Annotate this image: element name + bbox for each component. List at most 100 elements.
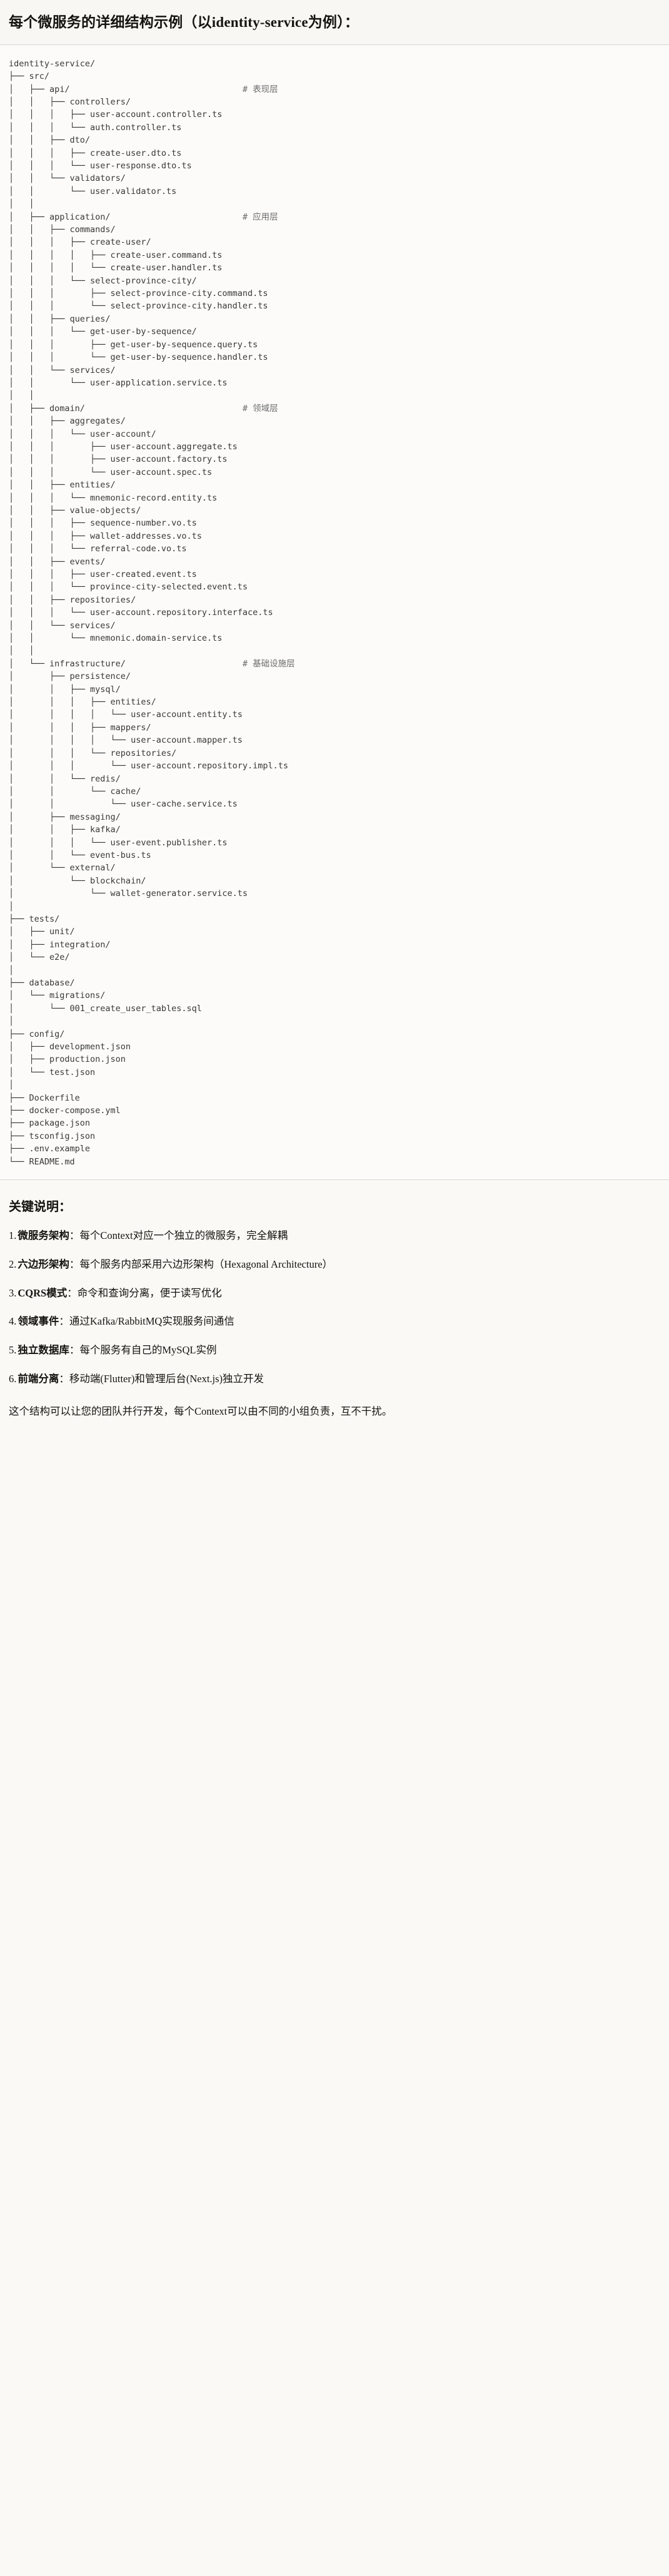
tree-layer-comment: # 表现层 [242,84,278,94]
tree-line: │ │ ├── aggregates/ [9,415,669,427]
key-points-list: 1.微服务架构：每个Context对应一个独立的微服务，完全解耦 2.六边形架构：… [9,1228,660,1387]
tree-node-path: │ │ ├── commands/ [9,225,116,235]
tree-node-path: │ │ └── event-bus.ts [9,850,151,860]
tree-line: │ ├── integration/ [9,939,669,951]
tree-line: │ │ ├── mysql/ [9,683,669,696]
tree-line: │ │ │ └── mnemonic-record.entity.ts [9,492,669,504]
tree-node-path: │ ├── messaging/ [9,812,121,822]
tree-node-path: ├── docker-compose.yml [9,1106,121,1116]
tree-line: ├── src/ [9,70,669,83]
tree-node-path: │ ├── api/ [9,84,70,94]
key-point-separator: ： [69,1344,80,1357]
tree-line: │ │ └── event-bus.ts [9,849,669,862]
tree-node-path: │ │ └── validators/ [9,173,126,184]
tree-node-path: │ └── test.json [9,1067,96,1077]
tree-line: │ │ │ └── repositories/ [9,747,669,760]
tree-node-path: │ │ │ └── get-user-by-sequence/ [9,327,197,337]
tree-node-path: │ │ └── user-application.service.ts [9,377,228,388]
tree-layer-comment: # 领域层 [242,403,278,414]
tree-line: │ │ │ └── get-user-by-sequence/ [9,325,669,338]
key-point-item: 5.独立数据库：每个服务有自己的MySQL实例 [9,1343,660,1358]
key-point-description: 每个Context对应一个独立的微服务，完全解耦 [79,1229,288,1242]
tree-gap [70,84,243,94]
tree-node-path: │ │ ├── dto/ [9,135,91,146]
tree-line: │ │ │ └── referral-code.vo.ts [9,542,669,555]
tree-node-path: │ │ │ │ └── user-account.mapper.ts [9,735,243,746]
key-point-term: 微服务架构 [18,1229,69,1242]
tree-line: │ │ │ ├── select-province-city.command.t… [9,287,669,300]
directory-tree-block: identity-service/├── src/│ ├── api/ # 表现… [0,44,669,1181]
tree-line: │ │ ├── controllers/ [9,96,669,108]
tree-line: │ │ └── redis/ [9,773,669,785]
tree-node-path: │ │ │ ├── create-user.dto.ts [9,148,182,158]
tree-line: │ ├── unit/ [9,925,669,938]
tree-node-path: │ │ │ ├── select-province-city.command.t… [9,288,268,299]
tree-line: │ └── e2e/ [9,951,669,964]
tree-line: │ │ └── user-application.service.ts [9,377,669,389]
tree-line: │ │ └── mnemonic.domain-service.ts [9,632,669,644]
key-point-term: 独立数据库 [18,1344,69,1357]
tree-line: │ ├── domain/ # 领域层 [9,402,669,415]
tree-line: │ │ │ ├── entities/ [9,696,669,708]
tree-node-path: │ ├── unit/ [9,927,75,937]
tree-node-path: │ └── wallet-generator.service.ts [9,888,248,899]
tree-line: │ │ │ │ ├── create-user.command.ts [9,249,669,262]
key-point-term: 前端分离 [18,1372,59,1385]
tree-line: │ │ └── user.validator.ts [9,185,669,198]
key-point-separator: ： [69,1258,80,1270]
tree-node-path: ├── database/ [9,978,75,988]
tree-node-path: │ │ [9,390,34,401]
tree-node-path: │ [9,1016,14,1027]
key-point-item: 6.前端分离：移动端(Flutter)和管理后台(Next.js)独立开发 [9,1372,660,1387]
tree-node-path: │ └── external/ [9,863,116,873]
closing-paragraph: 这个结构可以让您的团队并行开发，每个Context可以由不同的小组负责，互不干扰… [9,1405,393,1417]
tree-line: │ └── blockchain/ [9,875,669,887]
tree-node-path: │ │ │ ├── sequence-number.vo.ts [9,518,197,529]
tree-node-path: │ │ ├── value-objects/ [9,505,141,516]
tree-node-path: │ │ └── redis/ [9,773,121,784]
tree-node-path: │ │ ├── aggregates/ [9,416,126,427]
tree-node-path: ├── Dockerfile [9,1092,80,1103]
key-point-term: CQRS模式 [18,1286,68,1299]
tree-gap [111,212,243,222]
tree-node-path: │ ├── persistence/ [9,671,131,682]
tree-node-path: │ │ │ └── user-event.publisher.ts [9,837,228,848]
tree-line: │ │ ├── kafka/ [9,823,669,836]
tree-node-path: │ ├── development.json [9,1042,131,1052]
tree-line: │ └── infrastructure/ # 基础设施层 [9,658,669,670]
tree-node-path: │ │ ├── mysql/ [9,684,121,695]
tree-node-path: │ │ │ ├── user-account.controller.ts [9,109,223,120]
tree-node-path: │ │ │ ├── user-account.aggregate.ts [9,441,238,452]
tree-line: │ │ ├── dto/ [9,134,669,146]
tree-node-path: │ │ │ └── user-account.spec.ts [9,467,213,477]
key-point-description: 通过Kafka/RabbitMQ实现服务间通信 [69,1315,234,1328]
tree-line: │ │ │ ├── user-account.aggregate.ts [9,440,669,453]
tree-line: │ ├── development.json [9,1041,669,1053]
tree-layer-comment: # 应用层 [242,211,278,222]
tree-node-path: ├── tsconfig.json [9,1131,96,1141]
tree-node-path: │ │ │ ├── create-user/ [9,237,151,248]
tree-node-path: │ [9,901,14,912]
tree-node-path: │ │ └── user.validator.ts [9,186,177,196]
key-point-item: 1.微服务架构：每个Context对应一个独立的微服务，完全解耦 [9,1228,660,1244]
tree-line: └── README.md [9,1156,669,1168]
tree-node-path: │ └── migrations/ [9,990,106,1001]
tree-node-path: ├── .env.example [9,1144,91,1154]
tree-node-path: │ │ │ └── repositories/ [9,748,177,758]
tree-line: ├── tsconfig.json [9,1130,669,1143]
tree-node-path: ├── config/ [9,1029,65,1039]
tree-node-path: │ │ │ ├── get-user-by-sequence.query.ts [9,339,258,350]
tree-line: │ ├── application/ # 应用层 [9,211,669,223]
tree-node-path: │ │ │ └── user-account/ [9,429,156,439]
tree-line: ├── .env.example [9,1143,669,1155]
tree-node-path: │ │ ├── repositories/ [9,594,136,605]
tree-node-path: │ │ ├── queries/ [9,313,111,324]
tree-line: │ │ │ ├── create-user.dto.ts [9,147,669,160]
tree-node-path: │ │ │ └── referral-code.vo.ts [9,544,187,554]
key-point-item: 2.六边形架构：每个服务内部采用六边形架构（Hexagonal Architec… [9,1257,660,1273]
tree-line: │ │ [9,389,669,402]
key-point-number: 6. [9,1372,17,1385]
tree-node-path: │ ├── application/ [9,211,111,222]
tree-node-path: │ [9,1080,14,1091]
tree-node-path: │ │ │ └── user-account.repository.interf… [9,608,273,618]
